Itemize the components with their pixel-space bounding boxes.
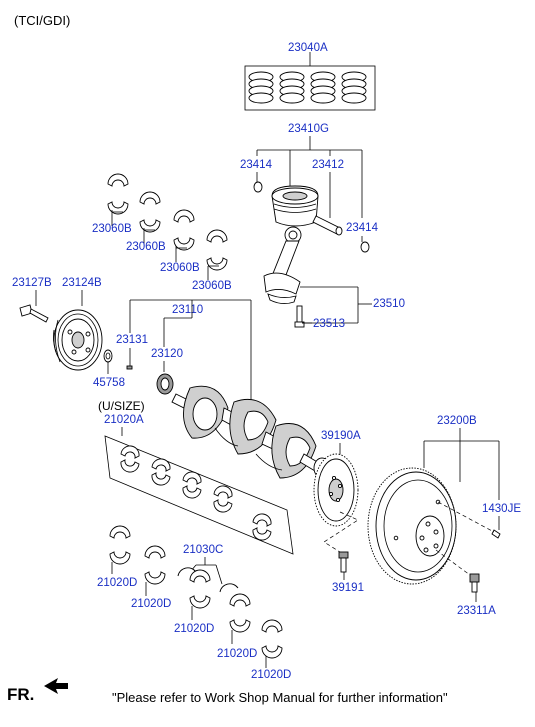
connecting-rod[interactable] — [263, 226, 302, 305]
label-undersize: (U/SIZE) — [98, 399, 145, 413]
crankshaft-key[interactable] — [126, 365, 133, 370]
label-piston-pin[interactable]: 23412 — [312, 159, 344, 171]
engine-variant-label: (TCI/GDI) — [14, 13, 71, 28]
label-piston-rings[interactable]: 23040A — [288, 42, 328, 54]
washer[interactable] — [103, 349, 113, 363]
label-pin-clip-top[interactable]: 23414 — [240, 159, 273, 171]
label-main-bearing-1[interactable]: 21020D — [97, 577, 137, 589]
pulley-bolt[interactable] — [19, 304, 49, 323]
label-key[interactable]: 23131 — [116, 334, 148, 346]
label-bearing-b[interactable]: 23060B — [126, 241, 166, 253]
main-bearing-5[interactable] — [261, 619, 283, 659]
main-bearing-1[interactable] — [109, 525, 131, 565]
label-crankshaft[interactable]: 23110 — [172, 304, 203, 316]
label-plate-bolt[interactable]: 39191 — [332, 582, 364, 594]
main-bearing-4[interactable] — [229, 593, 251, 633]
piston-ring-set[interactable] — [244, 65, 376, 111]
piston-pin[interactable] — [312, 215, 343, 236]
main-bearing-set[interactable] — [104, 435, 294, 555]
label-main-bearing-5[interactable]: 21020D — [251, 669, 291, 681]
main-bearing-2[interactable] — [144, 545, 166, 585]
label-damper-pulley[interactable]: 23124B — [62, 277, 102, 289]
pin-clip-top[interactable] — [253, 181, 263, 193]
label-conrod-assy[interactable]: 23510 — [373, 298, 405, 310]
plate-bolt[interactable] — [338, 551, 349, 573]
crankshaft[interactable] — [171, 385, 331, 479]
label-pin-clip-bottom[interactable]: 23414 — [346, 222, 379, 234]
label-dowel-pin[interactable]: 1430JE — [482, 503, 521, 515]
conrod-bearing-pair-c[interactable] — [173, 209, 195, 251]
label-bearing-c[interactable]: 23060B — [160, 262, 200, 274]
label-main-bearing-4[interactable]: 21020D — [217, 648, 257, 660]
label-main-bearing-set[interactable]: 21020A — [104, 414, 144, 426]
conrod-bolt[interactable] — [294, 305, 305, 328]
conrod-bearing-pair-d[interactable] — [206, 229, 228, 271]
damper-pulley[interactable] — [52, 309, 103, 371]
dowel-pin[interactable] — [491, 529, 501, 539]
flywheel[interactable] — [367, 467, 457, 585]
front-direction-label: FR. — [7, 685, 35, 704]
label-flywheel-assy[interactable]: 23200B — [437, 415, 477, 427]
label-bearing-d[interactable]: 23060B — [192, 280, 232, 292]
label-conrod-bolt[interactable]: 23513 — [313, 318, 345, 330]
label-main-bearing-3[interactable]: 21020D — [174, 623, 214, 635]
thrust-washers[interactable] — [177, 567, 239, 593]
label-sprocket[interactable]: 23120 — [151, 348, 183, 360]
label-piston-assy[interactable]: 23410G — [288, 123, 329, 135]
label-thrust-washer[interactable]: 21030C — [183, 544, 223, 556]
pin-clip-bottom[interactable] — [360, 241, 370, 253]
piston[interactable] — [271, 185, 319, 227]
conrod-bearing-pair-b[interactable] — [139, 191, 161, 233]
front-arrow-icon — [44, 678, 68, 694]
drive-plate[interactable] — [313, 453, 359, 527]
label-bearing-a[interactable]: 23060B — [92, 223, 132, 235]
label-main-bearing-2[interactable]: 21020D — [131, 598, 171, 610]
main-bearing-3[interactable] — [189, 569, 211, 609]
label-drive-plate[interactable]: 39190A — [321, 430, 361, 442]
label-flywheel-bolt[interactable]: 23311A — [457, 605, 496, 617]
label-pulley-bolt[interactable]: 23127B — [12, 277, 52, 289]
label-washer[interactable]: 45758 — [93, 377, 125, 389]
crank-sprocket[interactable] — [156, 373, 174, 395]
workshop-manual-note: "Please refer to Work Shop Manual for fu… — [112, 690, 448, 705]
flywheel-bolt[interactable] — [469, 573, 480, 593]
conrod-bearing-pair-a[interactable] — [107, 173, 129, 215]
